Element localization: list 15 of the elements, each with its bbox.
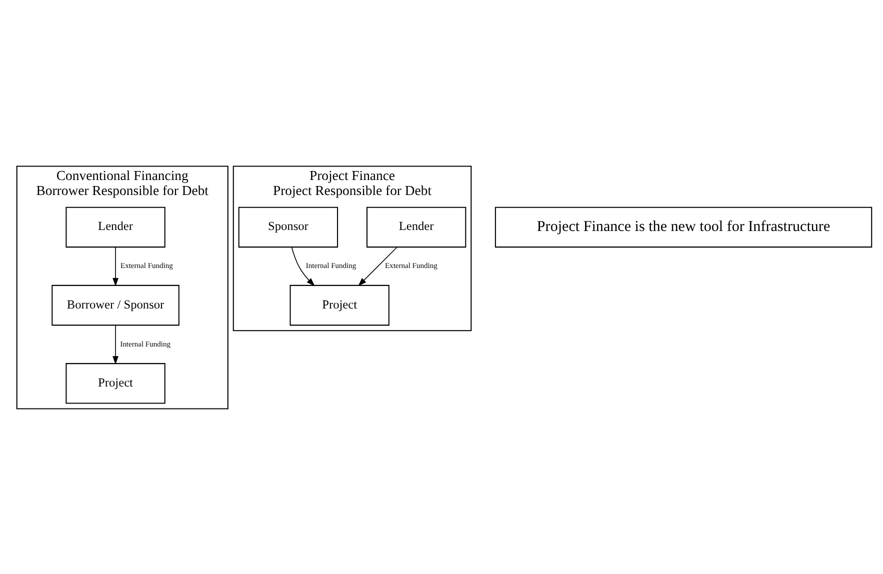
node-box: Project <box>290 284 390 326</box>
arrow <box>112 324 118 364</box>
arrow <box>291 246 315 286</box>
node-box: Lender <box>66 206 166 248</box>
node-box: Lender <box>366 206 466 248</box>
edge-label: External Funding <box>120 260 173 270</box>
edge-label: External Funding <box>384 260 438 270</box>
arrow <box>112 246 118 286</box>
node-box: Project Finance is the new tool for Infrastructure <box>494 206 872 248</box>
node-box: Borrower / Sponsor <box>52 284 180 326</box>
arrow <box>358 246 398 286</box>
node-box: Sponsor <box>238 206 338 248</box>
edge-label: Internal Funding <box>306 260 356 270</box>
node-box: Project <box>66 362 166 404</box>
edge-label: Internal Funding <box>120 338 170 348</box>
